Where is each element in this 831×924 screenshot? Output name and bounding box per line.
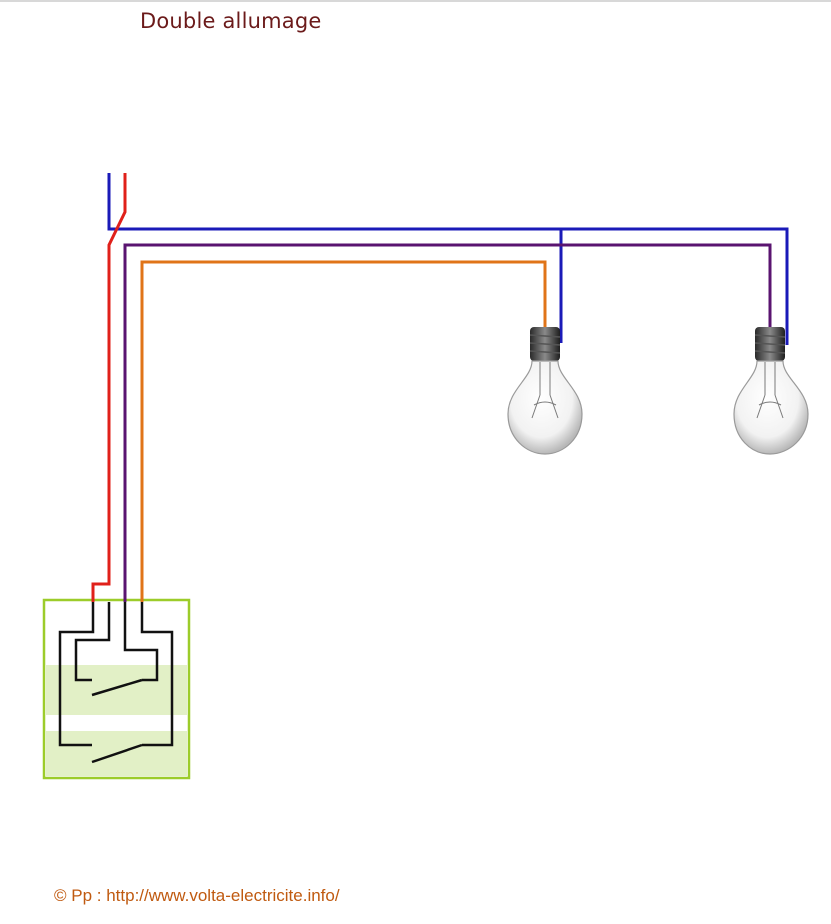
lamp-2-glass — [733, 360, 809, 455]
top-border — [0, 0, 831, 2]
switch-wire-return-1 — [140, 602, 174, 747]
return-wire-1 — [140, 260, 547, 602]
light-bulb-icon — [733, 327, 809, 455]
double-switch-icon — [42, 598, 191, 780]
copyright-credit: © Pp : http://www.volta-electricite.info… — [54, 886, 340, 905]
switch-wire-return-2 — [123, 602, 159, 682]
phase-wire — [91, 173, 127, 602]
switch-wire-left-inner — [74, 602, 111, 682]
light-bulb-icon — [507, 327, 583, 455]
switch-contact-upper — [91, 678, 143, 697]
switch-contact-lower — [91, 743, 143, 764]
return-wire-2 — [123, 243, 772, 602]
switch-wire-left-outer — [58, 602, 95, 747]
neutral-wire — [107, 173, 789, 345]
switch-panel-upper — [46, 665, 187, 715]
diagram-title: Double allumage — [140, 9, 322, 33]
lamp-1-glass — [507, 360, 583, 455]
